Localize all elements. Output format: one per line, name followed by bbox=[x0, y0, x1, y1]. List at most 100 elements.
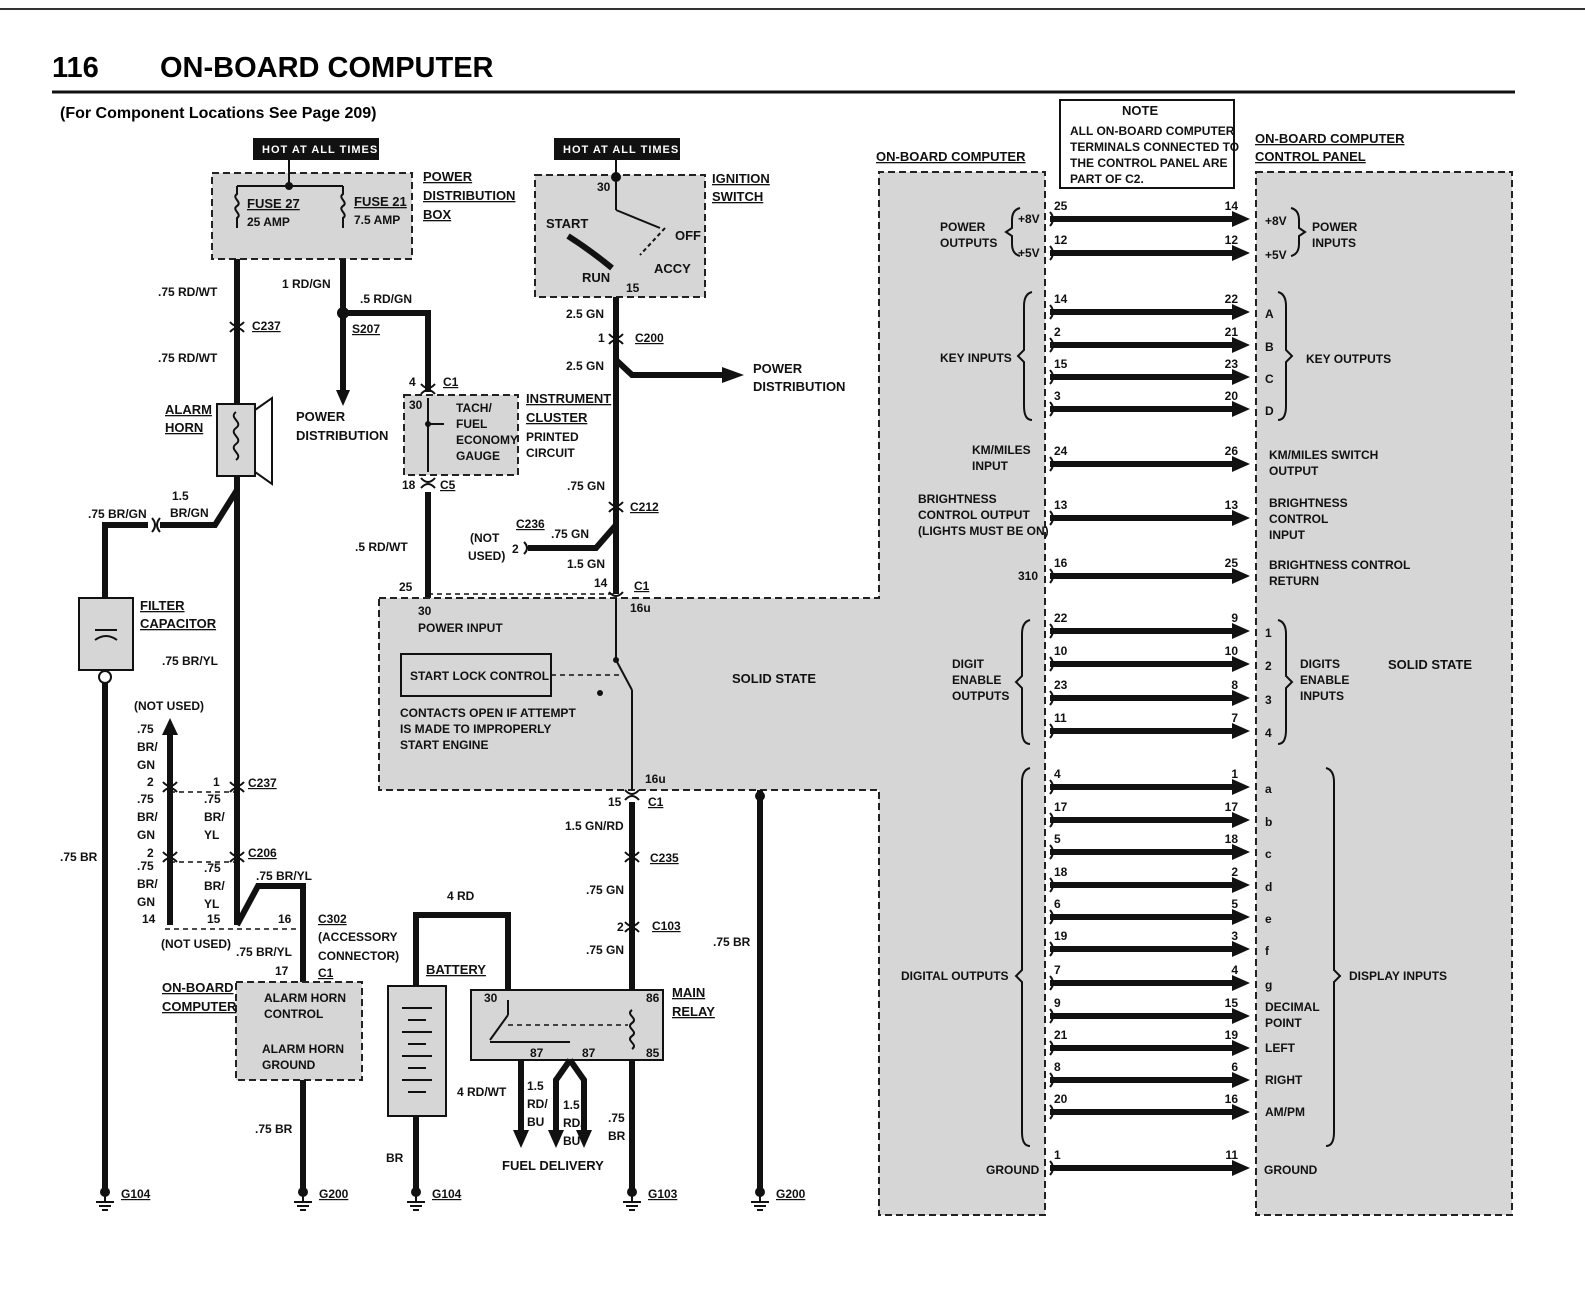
group-brightness-return-2: RETURN bbox=[1269, 574, 1319, 588]
ignition-start: START bbox=[546, 216, 588, 231]
obc-terminal: 10 bbox=[1054, 644, 1068, 658]
connection-arrow bbox=[1232, 369, 1250, 385]
connector-c302: C302 bbox=[318, 912, 347, 926]
cp-signal-label: RIGHT bbox=[1265, 1073, 1303, 1087]
acc-pin-1: 1 bbox=[213, 775, 220, 789]
ground-label: G200 bbox=[319, 1187, 349, 1201]
wire-label-rdbu-b1: 1.5 bbox=[563, 1098, 580, 1112]
obc-terminal: 20 bbox=[1054, 1092, 1068, 1106]
cp-terminal: 19 bbox=[1225, 1028, 1239, 1042]
group-kmmiles-input-1: KM/MILES bbox=[972, 443, 1031, 457]
connection-arrow bbox=[1232, 779, 1250, 795]
obc-outline bbox=[378, 171, 1046, 1216]
cp-signal-label: +8V bbox=[1265, 214, 1287, 228]
relay-pin-30: 30 bbox=[484, 991, 498, 1005]
power-input-label: POWER INPUT bbox=[418, 621, 503, 635]
cp-terminal: 20 bbox=[1225, 389, 1239, 403]
cp-terminal: 5 bbox=[1231, 897, 1238, 911]
pin-4: 4 bbox=[409, 375, 416, 389]
fuse-21-symbol bbox=[340, 186, 346, 228]
control-panel-outline bbox=[1255, 171, 1513, 1216]
acc-w5-1: .75 bbox=[204, 861, 221, 875]
obc-terminal: 6 bbox=[1054, 897, 1061, 911]
wire-label-gn-15: 1.5 GN bbox=[567, 557, 605, 571]
group-ground-right: GROUND bbox=[1264, 1163, 1318, 1177]
pin-18: 18 bbox=[402, 478, 416, 492]
connection-row: 13 13 bbox=[1049, 498, 1250, 526]
power-box-outline bbox=[211, 172, 413, 260]
connector-c1-b: C1 bbox=[634, 579, 650, 593]
cp-terminal: 12 bbox=[1225, 233, 1239, 247]
alarm-horn-circuit: .75 RD/WT C237 .75 RD/WT ALARM HORN 1.5 … bbox=[60, 259, 281, 1188]
cp-terminal: 17 bbox=[1225, 800, 1239, 814]
fuse-27-symbol bbox=[234, 186, 240, 228]
acc-pin-16: 16 bbox=[278, 912, 292, 926]
cp-signal-label: 1 bbox=[1265, 626, 1272, 640]
start-lock-control-label: START LOCK CONTROL bbox=[410, 669, 549, 683]
connection-arrow bbox=[1232, 510, 1250, 526]
cp-signal-label: AM/PM bbox=[1265, 1105, 1305, 1119]
cluster-title-2: CLUSTER bbox=[526, 410, 588, 425]
group-power-outputs-1: POWER bbox=[940, 220, 986, 234]
wire-label-gn-075-4: .75 GN bbox=[586, 943, 624, 957]
connection-arrow bbox=[1232, 245, 1250, 261]
obc-terminal: 23 bbox=[1054, 678, 1068, 692]
wire-label-br-relay-1: .75 bbox=[608, 1111, 625, 1125]
acc-w8: .75 BR bbox=[255, 1122, 293, 1136]
fuel-delivery-label: FUEL DELIVERY bbox=[502, 1158, 604, 1173]
control-panel-solid-state: SOLID STATE bbox=[1388, 657, 1472, 672]
cp-terminal: 10 bbox=[1225, 644, 1239, 658]
connector-c237-bottom: C237 bbox=[248, 776, 277, 790]
cp-signal-label: A bbox=[1265, 307, 1274, 321]
cp-terminal: 13 bbox=[1225, 498, 1239, 512]
filter-capacitor-label-1: FILTER bbox=[140, 598, 185, 613]
wire-label-br-left: .75 BR bbox=[60, 850, 98, 864]
obc-signal-label: +8V bbox=[1018, 212, 1040, 226]
group-brightness-output-1: BRIGHTNESS bbox=[918, 492, 997, 506]
acc-w6: .75 BR/YL bbox=[256, 869, 312, 883]
cp-terminal: 9 bbox=[1231, 611, 1238, 625]
obc-terminal: 3 bbox=[1054, 389, 1061, 403]
alarm-horn-control-2: CONTROL bbox=[264, 1007, 323, 1021]
acc-w2-2: BR/ bbox=[137, 810, 158, 824]
group-digits-enable-3: INPUTS bbox=[1300, 689, 1344, 703]
ground-label: G104 bbox=[121, 1187, 151, 1201]
obc-terminal: 1 bbox=[1054, 1148, 1061, 1162]
group-kmmiles-switch-1: KM/MILES SWITCH bbox=[1269, 448, 1378, 462]
power-distribution-label-a2: DISTRIBUTION bbox=[296, 428, 388, 443]
connector-c235: C235 bbox=[650, 851, 679, 865]
obc-terminal: 5 bbox=[1054, 832, 1061, 846]
group-ground-left: GROUND bbox=[986, 1163, 1040, 1177]
acc-w4-1: .75 bbox=[137, 859, 154, 873]
group-brightness-input-3: INPUT bbox=[1269, 528, 1306, 542]
relay-pin-85: 85 bbox=[646, 1046, 660, 1060]
wire-label-rdgn-1: 1 RD/GN bbox=[282, 277, 331, 291]
connection-arrow bbox=[1232, 656, 1250, 672]
acc-w1-2: BR/ bbox=[137, 740, 158, 754]
wire-label-gn-25-1: 2.5 GN bbox=[566, 307, 604, 321]
note-title: NOTE bbox=[1122, 103, 1158, 118]
connector-c1-a: C1 bbox=[443, 375, 459, 389]
connector-c212: C212 bbox=[630, 500, 659, 514]
main-relay-label-1: MAIN bbox=[672, 985, 705, 1000]
cluster-title-4: CIRCUIT bbox=[526, 446, 575, 460]
obc-terminal: 13 bbox=[1054, 498, 1068, 512]
cp-terminal: 7 bbox=[1231, 711, 1238, 725]
power-box-title-2: DISTRIBUTION bbox=[423, 188, 515, 203]
ground-symbol: G104 bbox=[407, 1187, 462, 1211]
connection-arrow bbox=[1232, 844, 1250, 860]
group-digit-enable-1: DIGIT bbox=[952, 657, 985, 671]
